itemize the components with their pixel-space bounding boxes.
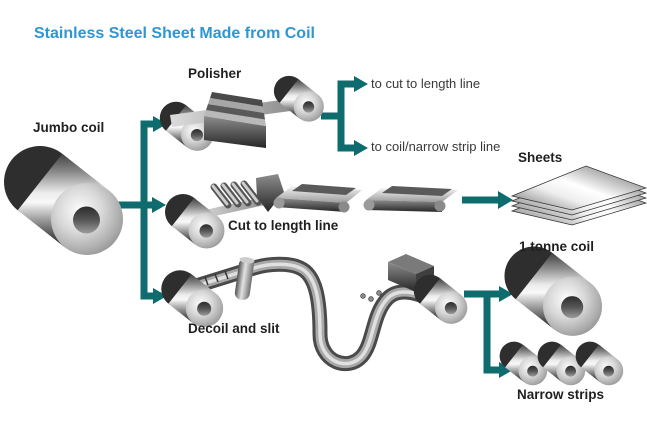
rewound-coil bbox=[413, 274, 468, 324]
page-title: Stainless Steel Sheet Made from Coil bbox=[34, 25, 315, 42]
ctl-table-2 bbox=[363, 186, 458, 212]
note-to-coil-narrow-strip-line: to coil/narrow strip line bbox=[371, 139, 501, 154]
label-polisher: Polisher bbox=[188, 66, 242, 81]
label-narrow-strips: Narrow strips bbox=[517, 387, 605, 402]
arrowhead-to-tonne-coil bbox=[499, 286, 513, 302]
label-cut-to-length-line: Cut to length line bbox=[228, 218, 339, 233]
label-jumbo-coil: Jumbo coil bbox=[33, 120, 105, 135]
narrow-strip-coils bbox=[499, 341, 624, 386]
sheet-stack bbox=[510, 165, 647, 226]
flow-sheets-arrow bbox=[462, 191, 513, 209]
flow-jumbo-fork bbox=[110, 116, 167, 304]
one-tonne-coil-illustration bbox=[504, 246, 603, 336]
slit-marks bbox=[204, 270, 229, 286]
slit-edge-dots bbox=[360, 290, 382, 302]
ctl-table-1 bbox=[273, 184, 362, 213]
cut-to-length-machine bbox=[165, 174, 458, 249]
arrowhead-to-decoil bbox=[153, 288, 167, 304]
arrowhead-to-coil-note bbox=[354, 140, 368, 156]
ctl-coil bbox=[165, 194, 225, 249]
polisher-ribbed-block bbox=[204, 92, 266, 148]
polisher-exit-roller bbox=[273, 75, 324, 122]
label-decoil-and-slit: Decoil and slit bbox=[188, 321, 280, 336]
label-sheets: Sheets bbox=[518, 150, 563, 165]
decoil-and-slit-machine bbox=[161, 254, 468, 372]
arrowhead-to-cut-note bbox=[354, 76, 368, 92]
polisher-machine bbox=[159, 75, 324, 151]
arrowhead-to-cut-line bbox=[152, 197, 166, 213]
note-to-cut-to-length-line: to cut to length line bbox=[371, 76, 481, 91]
label-one-tonne-coil: 1 tonne coil bbox=[519, 239, 595, 254]
slit-strip-loop bbox=[193, 256, 445, 372]
arrowhead-to-narrow-strips bbox=[499, 362, 513, 378]
pinch-roller bbox=[234, 257, 255, 300]
arrowhead-to-polisher bbox=[153, 116, 167, 132]
arrowhead-to-sheets bbox=[498, 191, 513, 209]
jumbo-coil-illustration bbox=[4, 146, 123, 255]
flow-polisher-fork bbox=[321, 76, 368, 156]
ctl-cutter-head bbox=[256, 174, 284, 212]
flow-slit-fork bbox=[464, 286, 513, 378]
ctl-leveler-rollers bbox=[210, 180, 262, 209]
